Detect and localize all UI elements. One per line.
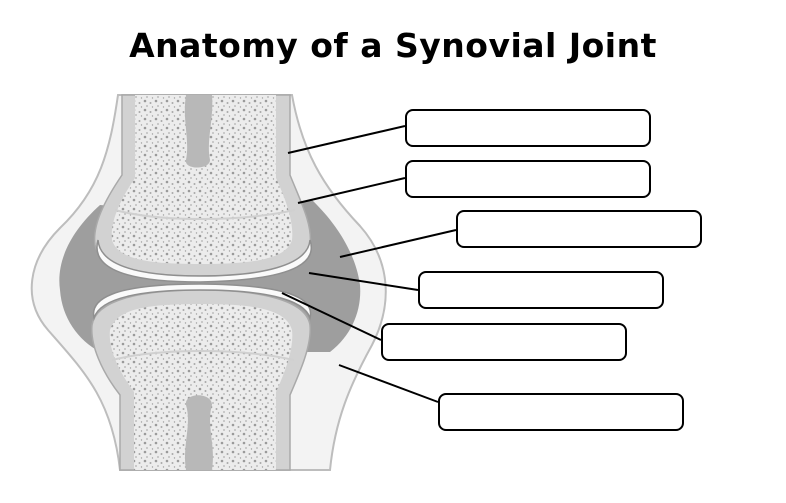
leader-line-2 [297,177,406,204]
leader-line-5 [281,292,382,341]
leader-line-4 [308,272,419,291]
label-box-5[interactable] [381,323,627,361]
leader-line-1 [287,125,406,154]
label-box-6[interactable] [438,393,684,431]
page-title: Anatomy of a Synovial Joint [129,26,657,65]
label-box-4[interactable] [418,271,664,309]
leader-line-6 [338,364,439,403]
leader-line-3 [339,229,457,258]
label-box-3[interactable] [456,210,702,248]
upper-bone [93,94,313,283]
label-box-1[interactable] [405,109,651,147]
label-box-2[interactable] [405,160,651,198]
leader-lines [281,125,457,403]
lower-bone [91,283,312,471]
